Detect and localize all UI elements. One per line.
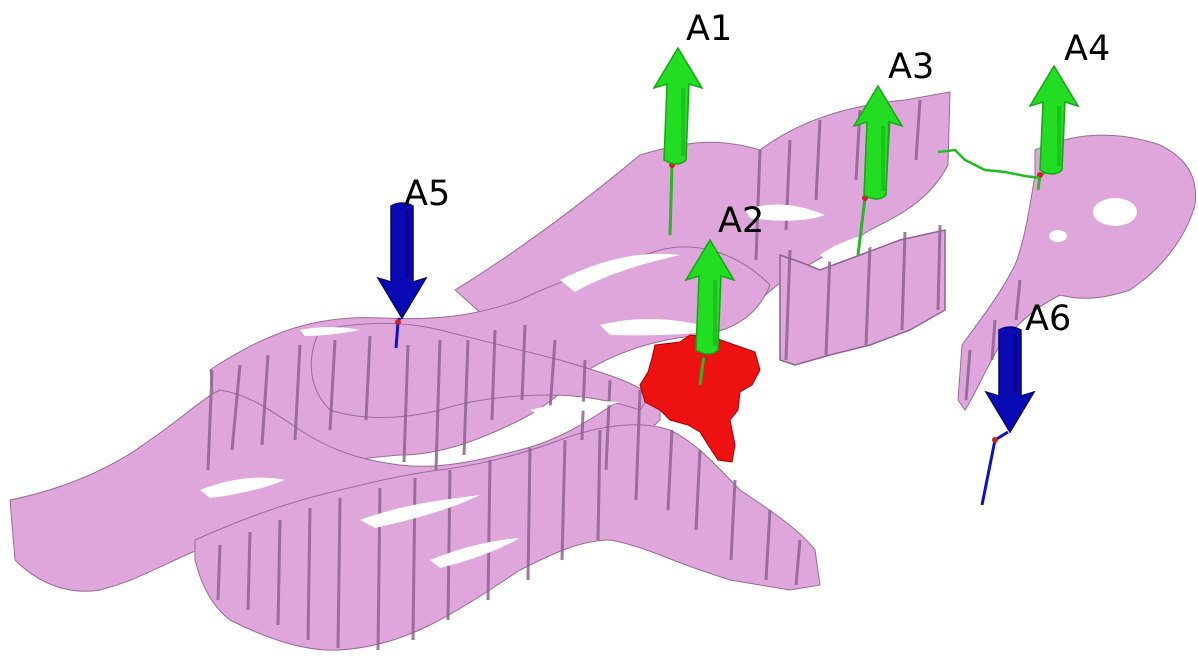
- formation-fin: [260, 354, 270, 446]
- formation-fin: [434, 339, 442, 471]
- well-a2: A2: [684, 201, 764, 386]
- formation-fin: [486, 459, 492, 601]
- injector-arrow-icon: [1028, 64, 1080, 175]
- formation-fin: [729, 479, 737, 561]
- formation-fin: [914, 99, 922, 161]
- injector-arrow-icon: [684, 238, 736, 355]
- producer-arrow-icon: [376, 202, 428, 320]
- formation-fin: [604, 379, 612, 471]
- formation-fin: [900, 231, 907, 331]
- formation-gap: [300, 327, 360, 336]
- formation-hole: [1049, 230, 1067, 242]
- formation-fin: [764, 509, 772, 581]
- formation-fin: [824, 254, 832, 356]
- formation-fin: [936, 224, 942, 311]
- formation-fin: [336, 497, 342, 649]
- formation-fin: [666, 429, 674, 511]
- formation-fin: [560, 439, 567, 561]
- well-connection-trace: [937, 148, 1041, 180]
- formation-fin: [964, 349, 972, 401]
- formation-fin: [794, 539, 802, 586]
- formation-gap: [745, 204, 825, 221]
- formation-fin: [864, 244, 872, 346]
- formation-gap: [600, 318, 720, 336]
- formation-fin: [634, 389, 642, 501]
- well-a5: A5: [376, 174, 450, 349]
- well-label-a6: A6: [1025, 299, 1071, 339]
- formation-fin: [328, 339, 337, 431]
- formation-fin: [490, 329, 497, 421]
- source-zone-blob: [639, 334, 761, 463]
- formation-fin: [462, 339, 470, 456]
- formation-fin: [596, 429, 602, 541]
- formation-fin: [230, 364, 242, 451]
- formation-fin: [990, 319, 997, 361]
- formation-gaps: [200, 204, 900, 568]
- formation-fin: [402, 344, 410, 463]
- formation-fin: [784, 249, 792, 361]
- formation-fin: [364, 335, 372, 421]
- formation-gap: [360, 495, 480, 528]
- well-label-a2: A2: [718, 201, 764, 241]
- formation-band-front: [194, 424, 821, 651]
- injector-arrow-icon: [652, 46, 704, 165]
- formation-fin: [246, 531, 252, 611]
- formation-hole: [1093, 198, 1137, 226]
- formation-fin: [411, 477, 417, 641]
- formation-fin: [1014, 279, 1022, 321]
- well-a6: A6: [980, 299, 1071, 506]
- well-label-a4: A4: [1064, 29, 1110, 69]
- well-label-a5: A5: [404, 174, 450, 214]
- formation-fin: [206, 369, 214, 471]
- well-label-a1: A1: [686, 9, 732, 49]
- formation-fin: [293, 344, 302, 441]
- formation-fin: [754, 149, 762, 261]
- formation-bowl-right: [957, 134, 1197, 411]
- producer-arrow-icon: [984, 326, 1036, 434]
- injector-arrow-icon: [852, 84, 904, 200]
- formation-gap: [200, 477, 285, 498]
- well-a3: A3: [852, 47, 934, 256]
- formation-fin: [526, 447, 532, 581]
- well-perforation-marker: [395, 319, 401, 325]
- formation-fin: [694, 449, 702, 531]
- formation-fin: [216, 544, 222, 601]
- formation-fin: [446, 469, 452, 621]
- formation-gap: [430, 538, 520, 568]
- well-perforation-marker: [1037, 172, 1043, 178]
- formation-fin: [580, 359, 587, 441]
- formation-fin: [306, 507, 312, 641]
- formation-gap: [560, 253, 680, 292]
- formation-fin: [548, 339, 557, 411]
- formation-fin: [376, 487, 382, 651]
- well-label-a3: A3: [888, 47, 934, 87]
- well-a4: A4: [1028, 29, 1110, 191]
- formation-fin: [814, 119, 822, 201]
- formation-fins: [206, 99, 1022, 651]
- formation-gap: [530, 401, 620, 416]
- well-perforation-marker: [992, 437, 998, 443]
- formation-fin: [520, 324, 527, 401]
- well-a1: A1: [652, 9, 732, 236]
- formation-fin: [276, 519, 282, 626]
